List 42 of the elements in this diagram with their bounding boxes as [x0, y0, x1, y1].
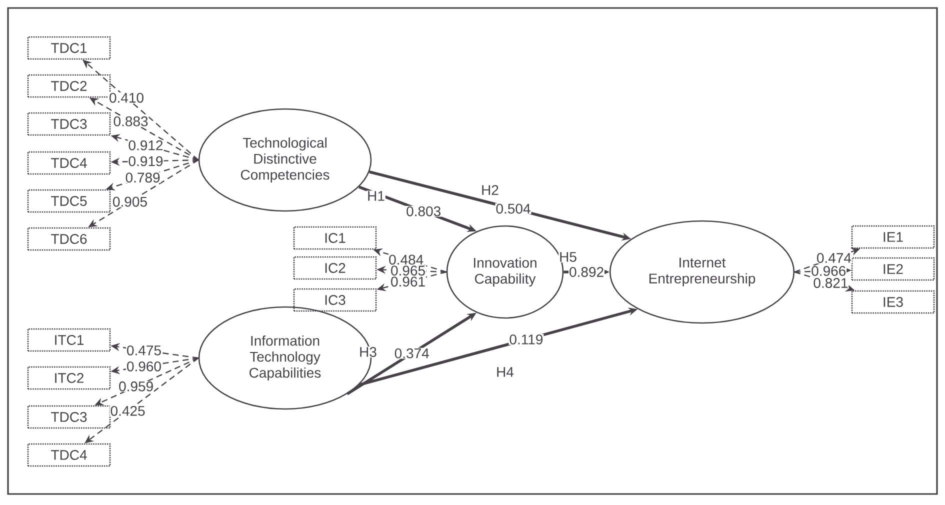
- edge-label: 0.966: [810, 266, 847, 276]
- indicator-box: IE1: [851, 225, 935, 249]
- edge-label: 0.821: [812, 278, 849, 288]
- edge-label: 0.961: [390, 276, 426, 288]
- edge-label: 0.484: [388, 254, 424, 266]
- edge-label: 0.374: [394, 348, 430, 359]
- indicator-box: TDC1: [27, 36, 111, 60]
- hypothesis-label: H2: [480, 184, 500, 196]
- hypothesis-label: H5: [558, 252, 578, 262]
- indicator-box: TDC2: [27, 74, 111, 98]
- edge-label: 0.425: [110, 405, 146, 416]
- edge-label: 0.919: [128, 156, 164, 167]
- indicator-box: ITC2: [27, 366, 111, 390]
- edge-label: 0.803: [406, 206, 442, 217]
- indicator-box: IC2: [293, 256, 377, 280]
- indicator-box: TDC3: [27, 405, 111, 429]
- edge-label: 0.883: [112, 116, 149, 127]
- edge-label: 0.474: [816, 252, 852, 264]
- edge-label: 0.905: [112, 196, 148, 208]
- edge-label: 0.504: [495, 203, 532, 214]
- hypothesis-label: H4: [496, 366, 514, 378]
- edge-label: 0.960: [126, 360, 162, 372]
- indicator-box: IE2: [851, 257, 935, 281]
- indicator-box: ITC1: [27, 328, 111, 352]
- edge-label: 0.892: [568, 266, 605, 278]
- indicator-box: TDC3: [27, 112, 111, 136]
- indicator-box: TDC6: [27, 227, 111, 251]
- edge-label: 0.789: [124, 172, 161, 184]
- indicator-box: TDC4: [27, 443, 111, 467]
- indicator-box: IE3: [851, 290, 935, 314]
- edge-label: 0.410: [108, 92, 145, 104]
- edge-label: 0.959: [118, 380, 154, 392]
- indicator-box: TDC4: [27, 151, 111, 175]
- indicator-box: IC3: [293, 288, 377, 312]
- indicator-box: IC1: [293, 226, 377, 250]
- hypothesis-label: H1: [366, 190, 386, 202]
- edge-label: 0.475: [126, 344, 162, 356]
- indicator-box: TDC5: [27, 189, 111, 213]
- edge-label: 0.965: [390, 265, 426, 276]
- edge-label: 0.119: [508, 334, 544, 345]
- edge-label: 0.912: [128, 140, 164, 151]
- hypothesis-label: H3: [358, 346, 378, 358]
